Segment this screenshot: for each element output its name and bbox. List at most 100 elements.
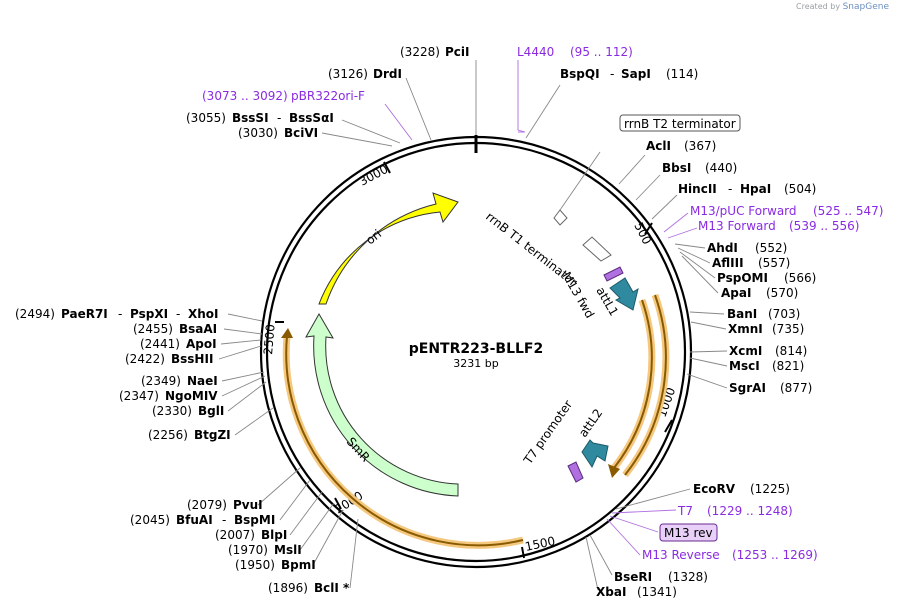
ori-feature-arrow[interactable] xyxy=(318,192,459,305)
m13rev-name[interactable]: M13 Reverse xyxy=(642,548,720,562)
rrnb-t2-leader xyxy=(559,151,601,211)
m13puc-name[interactable]: M13/pUC Forward xyxy=(690,204,797,218)
pvui-name[interactable]: PvuI xyxy=(233,498,263,512)
l4440-range: (95 .. 112) xyxy=(570,45,633,59)
msli-name[interactable]: MslI xyxy=(274,543,302,557)
m13rev-box[interactable] xyxy=(659,523,718,542)
apoi-name[interactable]: ApoI xyxy=(186,337,217,351)
bcivi-name[interactable]: BciVI xyxy=(284,126,318,140)
drdi-name[interactable]: DrdI xyxy=(373,67,402,81)
pspomi-pos: (566) xyxy=(784,271,816,285)
bsaai-name[interactable]: BsaAI xyxy=(179,322,217,336)
tick-label-1500: 1500 xyxy=(524,534,557,554)
sgrai-name[interactable]: SgrAI xyxy=(729,381,766,395)
tick-500 xyxy=(644,222,653,235)
m13puc-range: (525 .. 547) xyxy=(813,204,883,218)
bspqi-pos: (114) xyxy=(666,67,698,81)
tick-2000 xyxy=(334,497,342,510)
xmni-name[interactable]: XmnI xyxy=(728,322,763,336)
naei-name[interactable]: NaeI xyxy=(187,374,218,388)
bcli-pos: (1896) xyxy=(268,581,308,595)
acli-pos: (367) xyxy=(684,139,716,153)
bbsi-name[interactable]: BbsI xyxy=(662,161,691,175)
t7-range: (1229 .. 1248) xyxy=(707,504,793,518)
xbai-name[interactable]: XbaI xyxy=(596,585,626,599)
snapgene-logo: SnapGene xyxy=(842,2,889,12)
bgli-pos: (2330) xyxy=(152,404,192,418)
hincii-pos: (504) xyxy=(784,182,816,196)
bsshii-name[interactable]: BssHII xyxy=(171,352,213,366)
btgzi-name[interactable]: BtgZI xyxy=(194,428,231,442)
pspxi-name[interactable]: PspXI xyxy=(130,307,168,321)
sapi-name[interactable]: SapI xyxy=(621,67,651,81)
credit-prefix: Created by xyxy=(796,2,841,11)
m13rev-box-label: M13 rev xyxy=(664,526,713,540)
hincii-name[interactable]: HincII xyxy=(678,182,717,196)
rrnb-t2-label: rrnB T2 terminator xyxy=(624,117,736,131)
pvui-pos: (2079) xyxy=(187,498,227,512)
m13rev-range: (1253 .. 1269) xyxy=(732,548,818,562)
t7-promoter-primer[interactable] xyxy=(567,461,584,483)
ahdi-name[interactable]: AhdI xyxy=(707,241,738,255)
ecorv-pos: (1225) xyxy=(750,482,790,496)
ngomiv-pos: (2347) xyxy=(119,389,159,403)
pcii-name[interactable]: PciI xyxy=(445,45,470,59)
bsssi-pos: (3055) xyxy=(186,111,226,125)
xcmi-name[interactable]: XcmI xyxy=(729,344,762,358)
apai-pos: (570) xyxy=(766,286,798,300)
ngomiv-name[interactable]: NgoMIV xyxy=(165,389,218,403)
rrnb-t1-arrow[interactable] xyxy=(582,236,612,262)
bspmi-name[interactable]: BspMI xyxy=(234,513,275,527)
bpmi-pos: (1950) xyxy=(235,558,275,572)
attl2-arrow[interactable] xyxy=(581,439,609,469)
rrnb-t2-arrow[interactable] xyxy=(553,209,568,226)
ecorv-name[interactable]: EcoRV xyxy=(693,482,736,496)
bsssai-name[interactable]: BssSαI xyxy=(289,111,334,125)
drdi-pos: (3126) xyxy=(328,67,368,81)
bseri-name[interactable]: BseRI xyxy=(614,570,652,584)
pspomi-name[interactable]: PspOMI xyxy=(717,271,768,285)
l4440-name[interactable]: L4440 xyxy=(517,45,554,59)
aflii-name[interactable]: AflIII xyxy=(712,256,744,270)
paer7i-dash2: - xyxy=(176,307,180,321)
rrnb-t2-box[interactable] xyxy=(619,114,741,132)
apoi-pos: (2441) xyxy=(140,337,180,351)
pbr-range: (3073 .. 3092) xyxy=(202,89,288,103)
bcli-name[interactable]: BclI xyxy=(314,581,339,595)
msci-name[interactable]: MscI xyxy=(729,359,760,373)
hincii-dash: - xyxy=(728,182,732,196)
bfuai-name[interactable]: BfuAI xyxy=(176,513,213,527)
xmni-pos: (735) xyxy=(772,322,804,336)
bfuai-dash: - xyxy=(222,513,226,527)
xcmi-pos: (814) xyxy=(775,344,807,358)
hpai-name[interactable]: HpaI xyxy=(740,182,771,196)
bseri-pos: (1328) xyxy=(668,570,708,584)
paer7i-name[interactable]: PaeR7I xyxy=(61,307,108,321)
blpi-name[interactable]: BlpI xyxy=(261,528,287,542)
btgzi-pos: (2256) xyxy=(148,428,188,442)
acli-name[interactable]: AclI xyxy=(646,139,671,153)
t7-promoter-label: T7 promoter xyxy=(520,398,575,468)
plasmid-size: 3231 bp xyxy=(453,357,498,370)
naei-pos: (2349) xyxy=(141,374,181,388)
bani-name[interactable]: BanI xyxy=(727,307,757,321)
bgli-name[interactable]: BglI xyxy=(198,404,224,418)
bsssi-name[interactable]: BssSI xyxy=(232,111,269,125)
bspqi-name[interactable]: BspQI xyxy=(560,67,600,81)
pbr-name[interactable]: pBR322ori-F xyxy=(291,89,365,103)
xhoi-name[interactable]: XhoI xyxy=(188,307,219,321)
aflii-pos: (557) xyxy=(758,256,790,270)
smr-feature-arrow[interactable] xyxy=(305,312,459,497)
bspqi-dash: - xyxy=(610,67,614,81)
bfuai-pos: (2045) xyxy=(130,513,170,527)
highlight-strands xyxy=(281,293,670,549)
attl1-arrow[interactable] xyxy=(609,277,639,311)
bpmi-name[interactable]: BpmI xyxy=(281,558,316,572)
m13f-name[interactable]: M13 Forward xyxy=(698,219,776,233)
bcivi-pos: (3030) xyxy=(238,126,278,140)
t7-name[interactable]: T7 xyxy=(677,504,693,518)
apai-name[interactable]: ApaI xyxy=(721,286,751,300)
bsssi-dash: - xyxy=(277,111,281,125)
m13-fwd-primer[interactable] xyxy=(603,266,624,282)
tick-3000 xyxy=(383,161,391,174)
